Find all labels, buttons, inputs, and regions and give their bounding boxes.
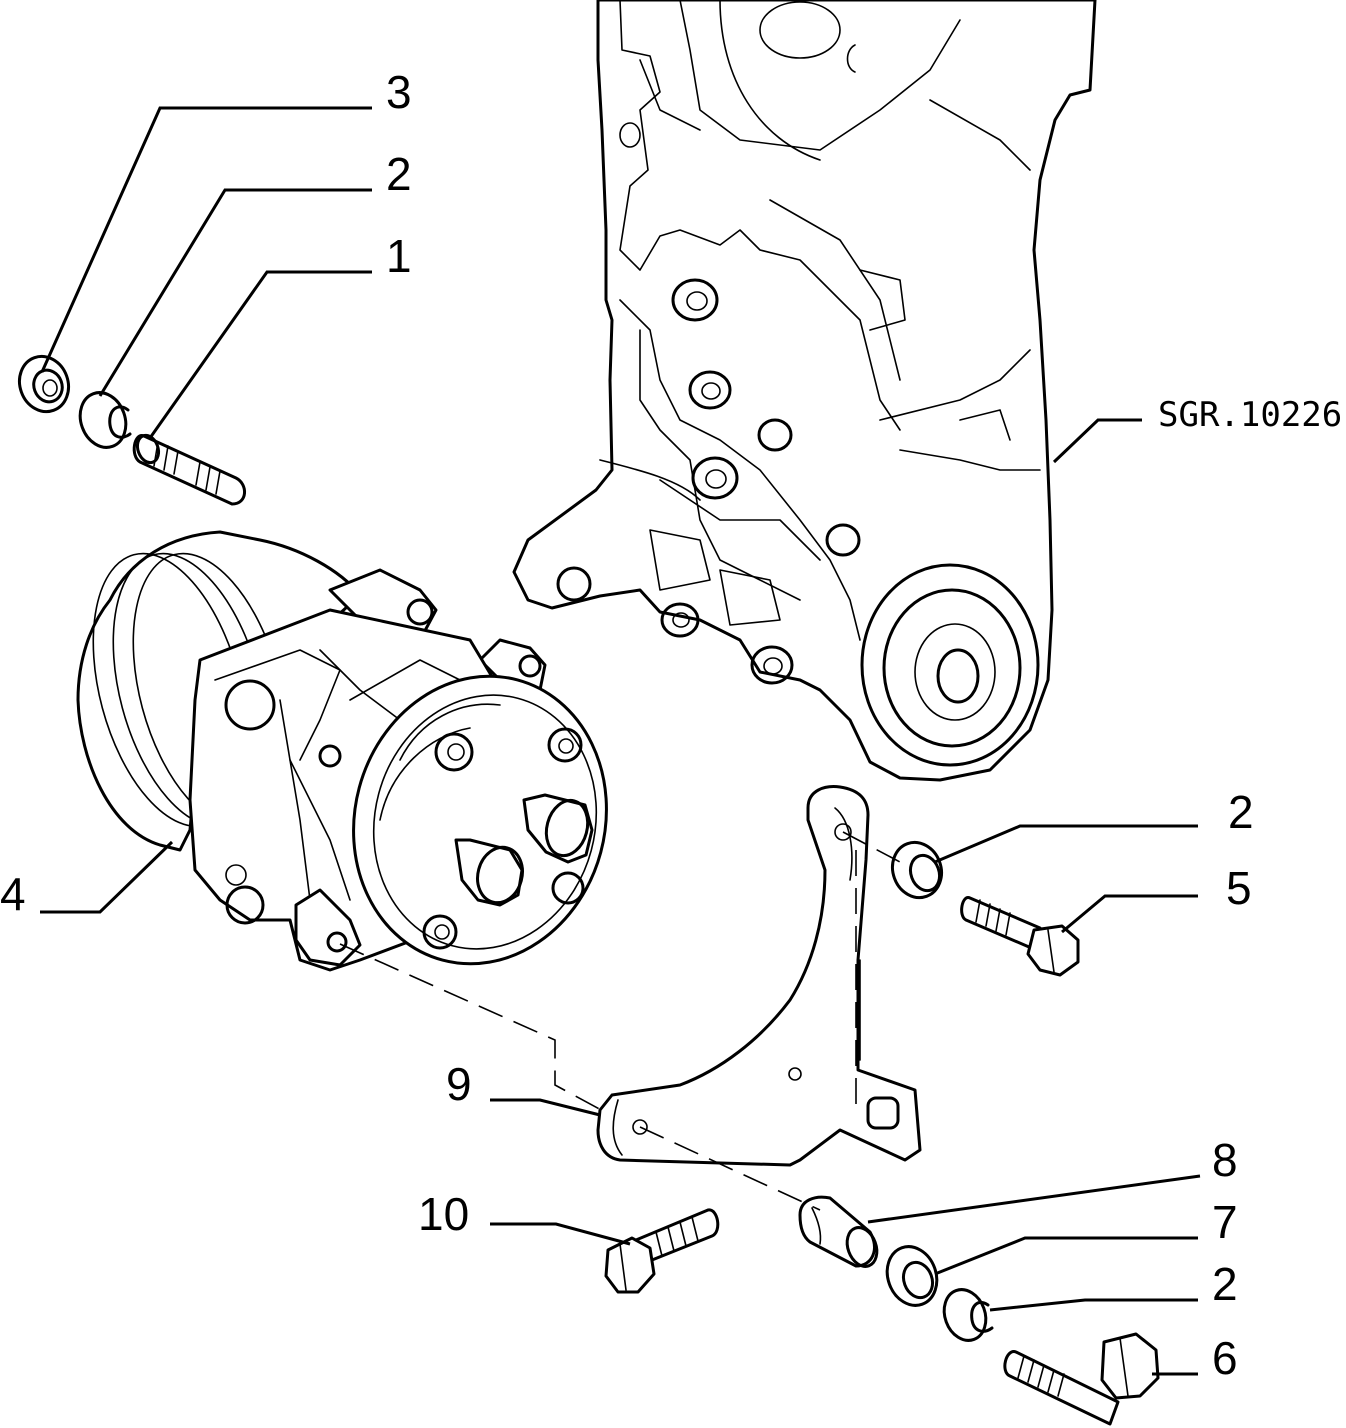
callout-2-lower: 2 xyxy=(1212,1258,1238,1310)
callout-labels: 3 2 1 4 2 5 9 8 10 7 2 6 xyxy=(0,66,1254,1384)
callout-7: 7 xyxy=(1212,1196,1238,1248)
callout-4: 4 xyxy=(0,868,26,920)
callout-9: 9 xyxy=(446,1058,472,1110)
engine-front-hub xyxy=(860,563,1040,767)
callout-5: 5 xyxy=(1226,862,1252,914)
callout-1: 1 xyxy=(386,230,412,282)
mounting-bracket xyxy=(596,785,922,1167)
spring-washer-part-2a xyxy=(78,391,132,449)
callout-2-upper-right: 2 xyxy=(1228,786,1254,838)
callout-3: 3 xyxy=(386,66,412,118)
bushing-part-8 xyxy=(798,1195,879,1268)
callout-10: 10 xyxy=(418,1188,469,1240)
leader-lines xyxy=(40,106,1201,1376)
engine-block xyxy=(512,0,1097,782)
callout-2-upper-left: 2 xyxy=(386,148,412,200)
drawing-reference: SGR.10226 xyxy=(1158,395,1342,435)
bolt-part-5 xyxy=(960,896,1080,977)
washer-part-7 xyxy=(885,1245,939,1307)
engine-bosses xyxy=(556,122,861,685)
bolt-part-6 xyxy=(1003,1332,1160,1426)
bolt-part-10 xyxy=(604,1208,720,1294)
nut-part-3 xyxy=(17,354,71,414)
assembly-center-lines xyxy=(339,831,901,1211)
callout-6: 6 xyxy=(1212,1332,1238,1384)
spring-washer-part-2c xyxy=(942,1288,994,1342)
callout-8: 8 xyxy=(1212,1134,1238,1186)
washer-part-2b xyxy=(890,840,944,900)
ac-compressor xyxy=(76,530,608,972)
stud-part-1 xyxy=(132,433,246,506)
